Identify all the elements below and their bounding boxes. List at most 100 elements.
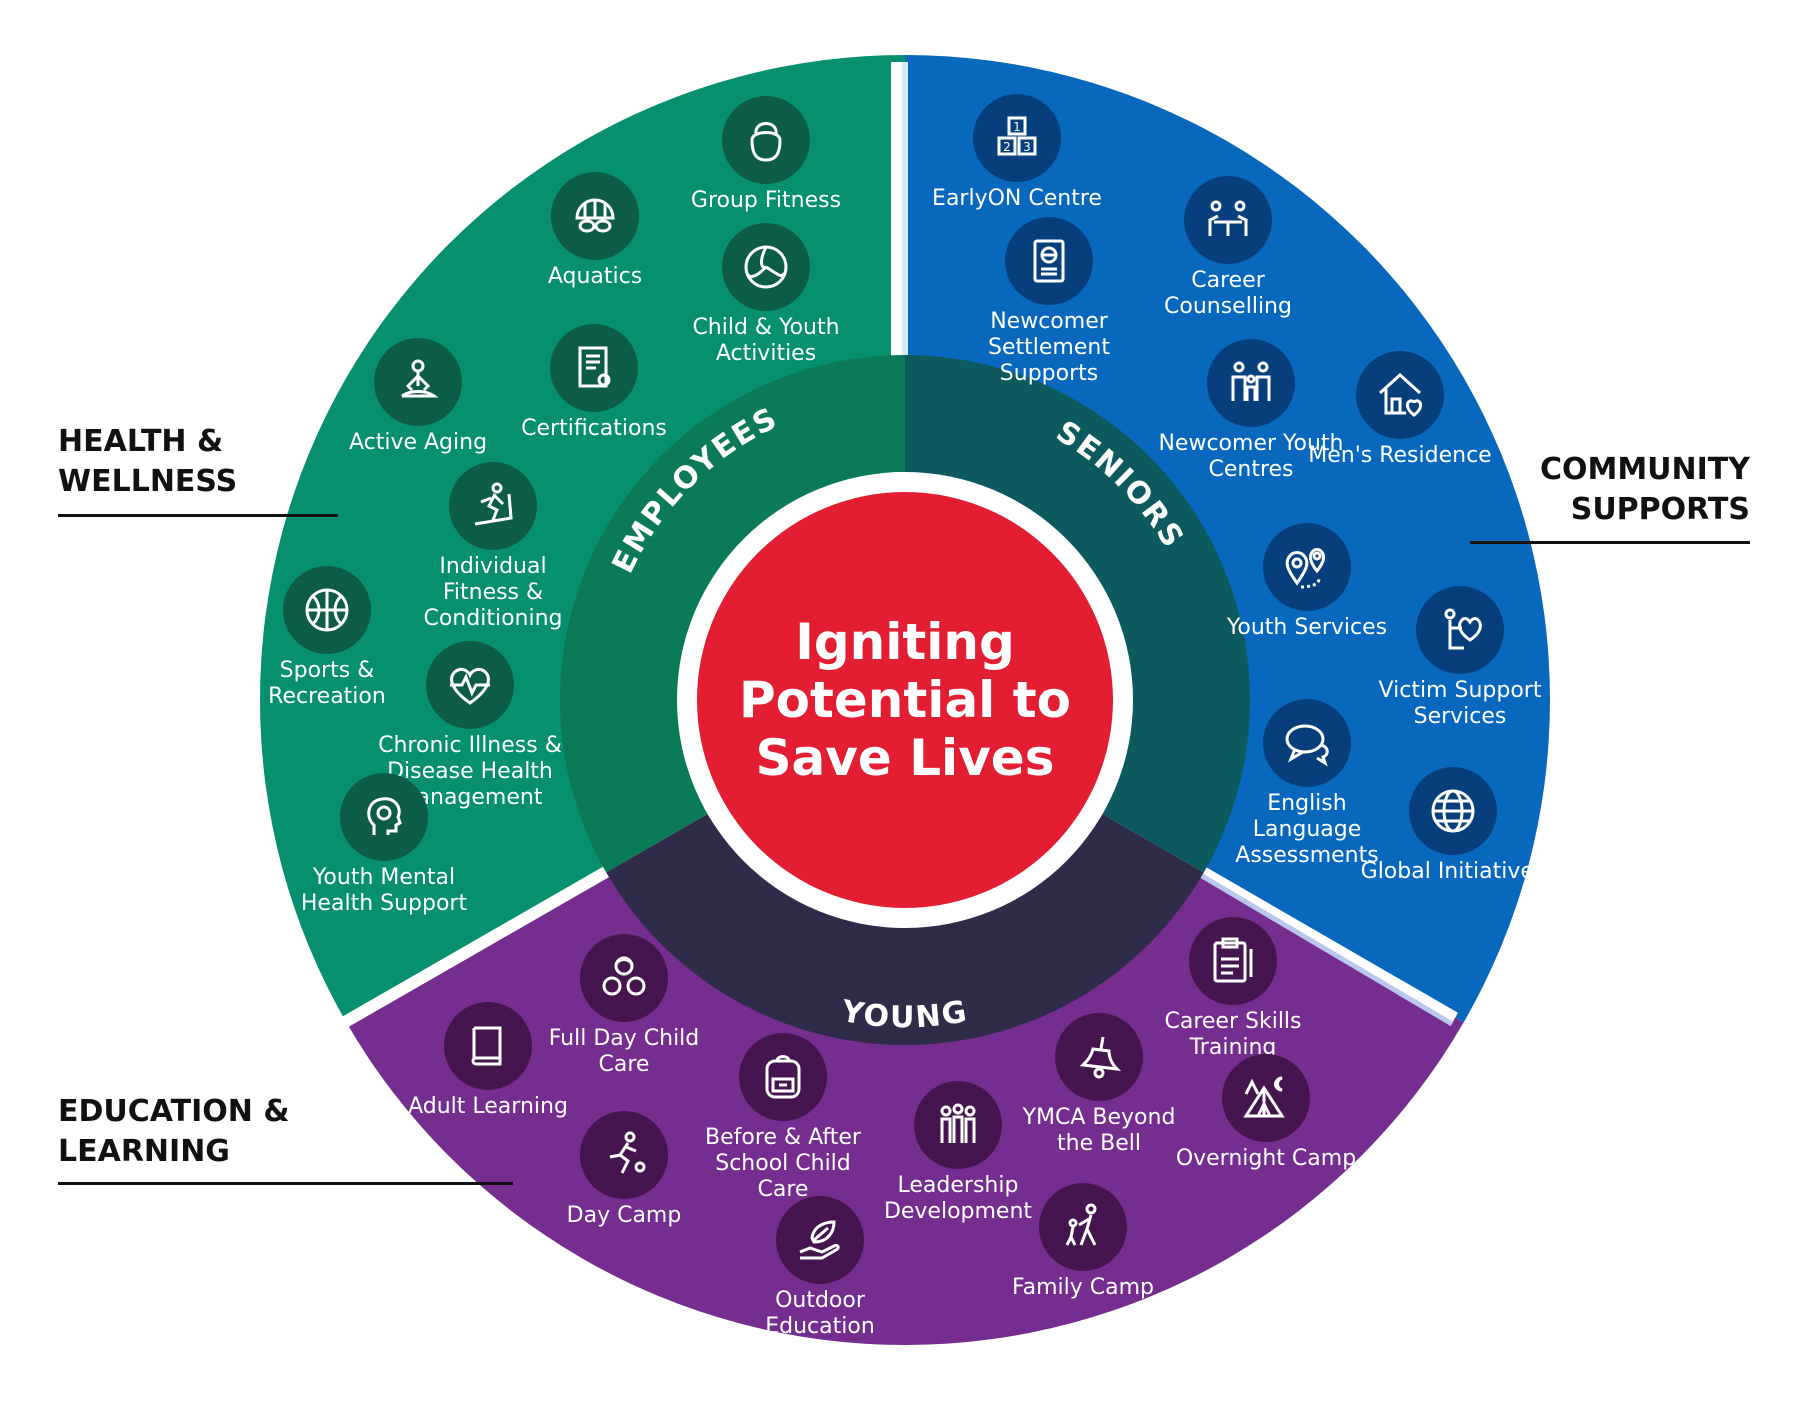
- service-label: Active Aging: [348, 430, 488, 455]
- service-child-youth-activities[interactable]: Child & Youth Activities: [671, 223, 861, 367]
- certificate-icon: [550, 324, 638, 412]
- service-label: Individual Fitness & Conditioning: [423, 554, 563, 631]
- service-active-aging[interactable]: Active Aging: [323, 338, 513, 456]
- seniors-ring-segment: [905, 355, 1250, 873]
- house-heart-icon: [1356, 351, 1444, 439]
- service-youth-mental-health[interactable]: Youth Mental Health Support: [289, 773, 479, 917]
- treadmill-icon: [449, 462, 537, 550]
- service-leadership-development[interactable]: Leadership Development: [863, 1081, 1053, 1225]
- bell-icon: [1055, 1013, 1143, 1101]
- service-label: Full Day Child Care: [548, 1026, 700, 1077]
- globe-icon: [1409, 767, 1497, 855]
- category-education-learning: EDUCATION & LEARNING: [58, 1092, 290, 1172]
- head-mind-icon: [340, 773, 428, 861]
- service-family-camp[interactable]: Family Camp: [988, 1183, 1178, 1301]
- volleyball-icon: [722, 223, 810, 311]
- category-line: WELLNESS: [58, 464, 238, 499]
- service-label: Overnight Camp: [1175, 1146, 1357, 1171]
- service-aquatics[interactable]: Aquatics: [500, 172, 690, 290]
- service-certifications[interactable]: Certifications: [499, 324, 689, 442]
- service-label: Youth Mental Health Support: [300, 865, 468, 916]
- person-heart-icon: [1416, 586, 1504, 674]
- basketball-icon: [283, 566, 371, 654]
- center-title: Igniting Potential to Save Lives: [715, 613, 1095, 787]
- service-label: Leadership Development: [883, 1173, 1033, 1224]
- heart-pulse-icon: [426, 641, 514, 729]
- category-line: EDUCATION &: [58, 1094, 290, 1129]
- service-outdoor-education[interactable]: Outdoor Education: [725, 1196, 915, 1340]
- running-kid-icon: [580, 1111, 668, 1199]
- service-label: Family Camp: [1011, 1275, 1155, 1300]
- service-label: Adult Learning: [408, 1094, 568, 1119]
- service-label: Victim Support Services: [1378, 678, 1542, 729]
- service-label: Career Counselling: [1164, 268, 1292, 319]
- svg-text:1: 1: [1013, 120, 1021, 134]
- parent-child-icon: [1039, 1183, 1127, 1271]
- category-line: LEARNING: [58, 1134, 230, 1169]
- category-health-wellness: HEALTH & WELLNESS: [58, 422, 237, 502]
- health-wellness-rule: [58, 514, 338, 517]
- service-sports-recreation[interactable]: Sports & Recreation: [232, 566, 422, 710]
- service-adult-learning[interactable]: Adult Learning: [393, 1002, 583, 1120]
- passport-icon: [1005, 217, 1093, 305]
- service-label: Group Fitness: [690, 188, 842, 213]
- clipboard-icon: [1189, 917, 1277, 1005]
- service-overnight-camp[interactable]: Overnight Camp: [1171, 1054, 1361, 1172]
- service-label: Child & Youth Activities: [692, 315, 840, 366]
- service-label: Newcomer Settlement Supports: [988, 309, 1110, 386]
- service-english-language[interactable]: English Language Assessments: [1212, 699, 1402, 869]
- education-learning-rule: [58, 1182, 513, 1185]
- category-line: SUPPORTS: [1570, 492, 1750, 527]
- service-label: Global Initiatives: [1360, 859, 1546, 884]
- service-ymca-beyond-the-bell[interactable]: YMCA Beyond the Bell: [1004, 1013, 1194, 1157]
- service-label: Career Skills Training: [1164, 1009, 1302, 1060]
- service-career-skills-training[interactable]: Career Skills Training: [1138, 917, 1328, 1061]
- center-title-line: Igniting: [795, 613, 1015, 671]
- center-title-line: Save Lives: [755, 729, 1055, 787]
- service-group-fitness[interactable]: Group Fitness: [671, 96, 861, 214]
- center-disc: [697, 492, 1113, 908]
- service-full-day-child-care[interactable]: Full Day Child Care: [529, 934, 719, 1078]
- community-supports-rule: [1470, 541, 1750, 544]
- kettlebell-icon: [722, 96, 810, 184]
- category-community-supports: COMMUNITY SUPPORTS: [1540, 450, 1750, 530]
- service-newcomer-settlement[interactable]: Newcomer Settlement Supports: [954, 217, 1144, 387]
- service-day-camp[interactable]: Day Camp: [529, 1111, 719, 1229]
- service-before-after-school[interactable]: Before & After School Child Care: [688, 1033, 878, 1203]
- family-icon: [1207, 339, 1295, 427]
- service-label: Before & After School Child Care: [705, 1125, 861, 1202]
- service-individual-fitness[interactable]: Individual Fitness & Conditioning: [398, 462, 588, 632]
- service-label: English Language Assessments: [1235, 791, 1379, 868]
- service-label: EarlyON Centre: [932, 186, 1102, 211]
- ring-label-young: YOUNG: [838, 994, 969, 1036]
- speech-bubbles-icon: [1263, 699, 1351, 787]
- service-global-initiatives[interactable]: Global Initiatives: [1358, 767, 1548, 885]
- service-career-counselling[interactable]: Career Counselling: [1133, 176, 1323, 320]
- service-youth-services[interactable]: Youth Services: [1212, 523, 1402, 641]
- service-label: Outdoor Education: [765, 1288, 875, 1339]
- service-label: Aquatics: [547, 264, 643, 289]
- svg-text:2: 2: [1003, 140, 1011, 154]
- employees-ring-segment: [560, 355, 905, 873]
- svg-text:YOUNG: YOUNG: [838, 994, 971, 1036]
- category-line: COMMUNITY: [1539, 452, 1750, 487]
- meditation-icon: [374, 338, 462, 426]
- service-label: Certifications: [521, 416, 667, 441]
- service-label: Youth Services: [1226, 615, 1388, 640]
- book-icon: [444, 1002, 532, 1090]
- center-title-line: Potential to: [739, 671, 1071, 729]
- service-newcomer-youth-centres[interactable]: Newcomer Youth Centres: [1156, 339, 1346, 483]
- map-pins-icon: [1263, 523, 1351, 611]
- service-mens-residence[interactable]: Men's Residence: [1305, 351, 1495, 469]
- svg-text:3: 3: [1023, 140, 1031, 154]
- children-faces-icon: [580, 934, 668, 1022]
- backpack-icon: [739, 1033, 827, 1121]
- service-victim-support[interactable]: Victim Support Services: [1365, 586, 1555, 730]
- service-label: Sports & Recreation: [268, 658, 386, 709]
- service-label: YMCA Beyond the Bell: [1022, 1105, 1176, 1156]
- meeting-table-icon: [1184, 176, 1272, 264]
- swim-goggles-icon: [551, 172, 639, 260]
